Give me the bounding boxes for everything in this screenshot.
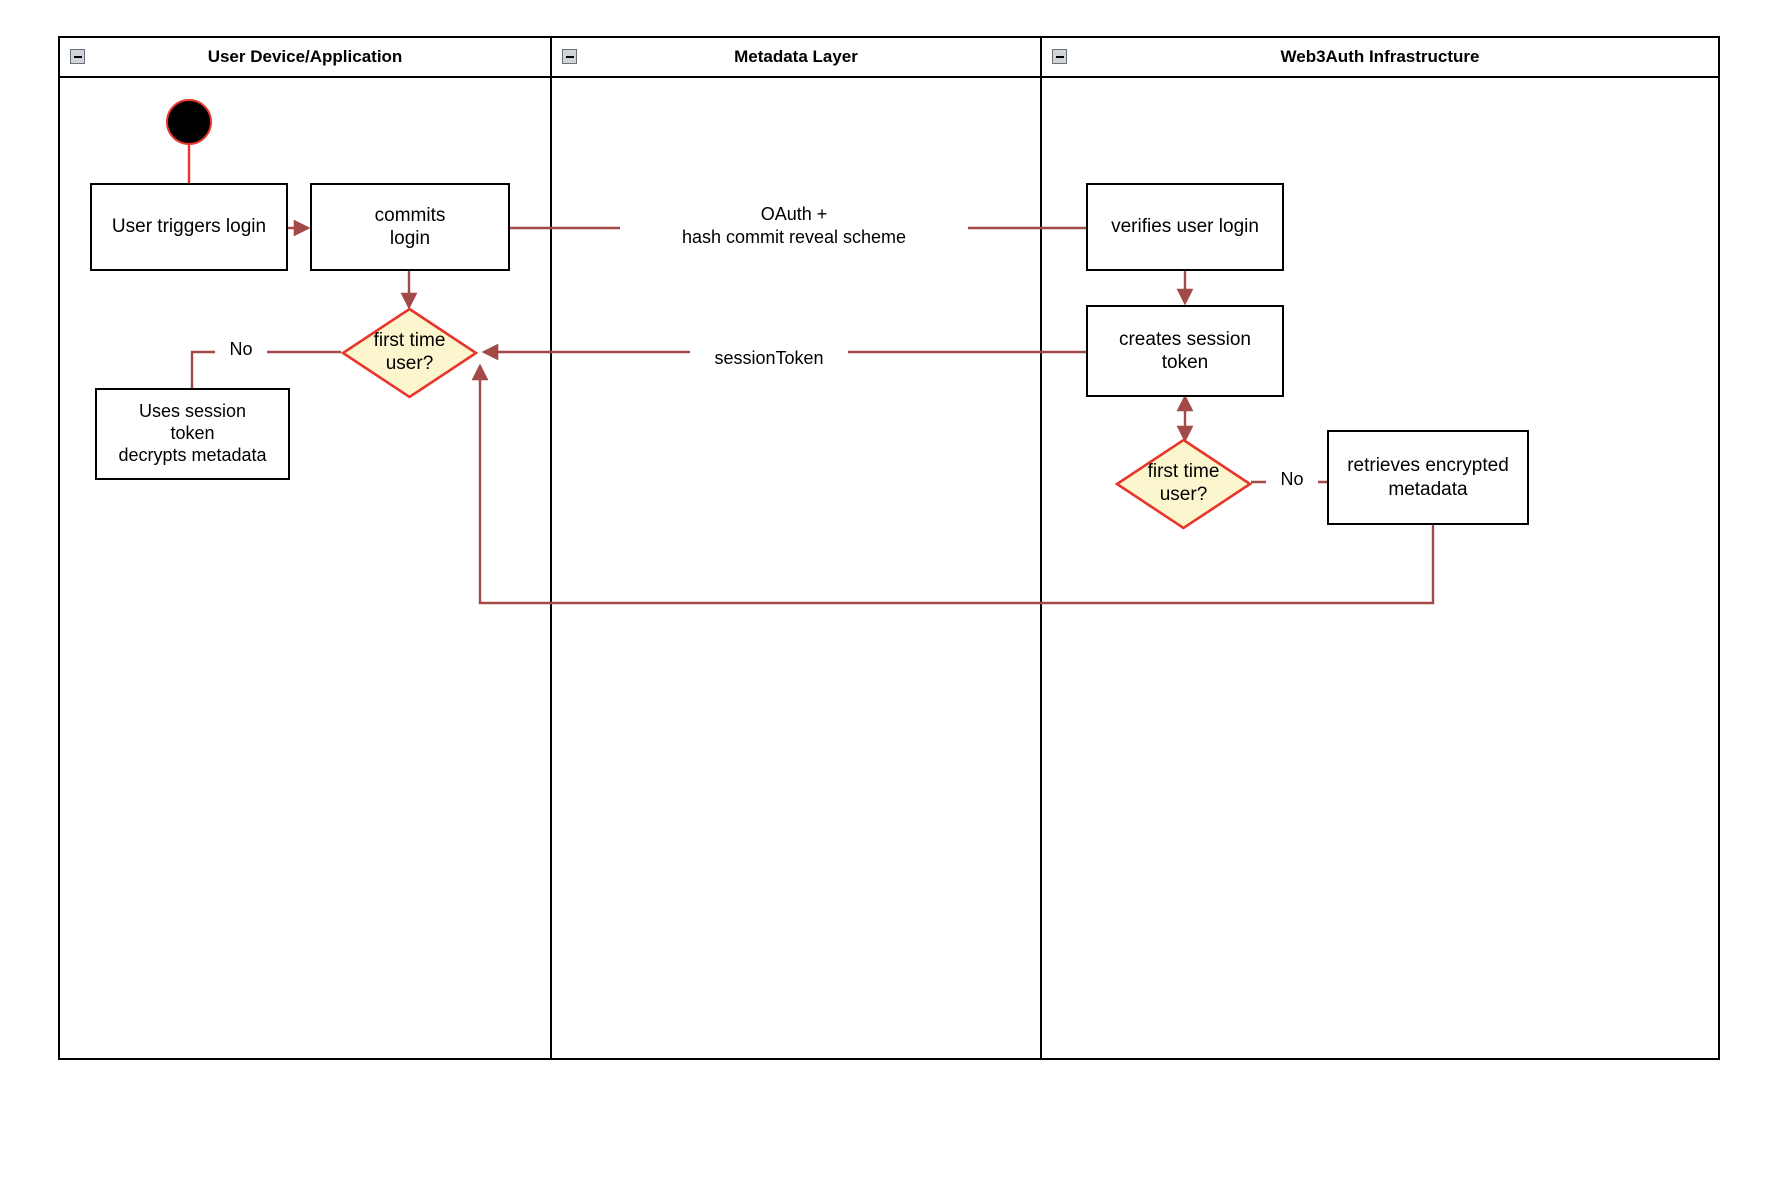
edge-label-no-left: No bbox=[215, 338, 267, 361]
collapse-minus-icon[interactable] bbox=[70, 49, 85, 64]
node-uses-session-token[interactable]: Uses session token decrypts metadata bbox=[95, 388, 290, 480]
node-user-triggers-login[interactable]: User triggers login bbox=[90, 183, 288, 271]
node-creates-session-token[interactable]: creates session token bbox=[1086, 305, 1284, 397]
lane-header-user-device: User Device/Application bbox=[60, 38, 550, 78]
decision-label-right: first time user? bbox=[1147, 461, 1220, 505]
collapse-minus-icon[interactable] bbox=[562, 49, 577, 64]
lane-title-metadata-layer: Metadata Layer bbox=[734, 47, 858, 66]
lane-web3auth[interactable]: Web3Auth Infrastructure bbox=[1042, 38, 1718, 1058]
node-decision-first-time-user-left[interactable]: first time user? bbox=[341, 307, 478, 399]
lane-title-web3auth: Web3Auth Infrastructure bbox=[1280, 47, 1480, 66]
diamond-shape bbox=[341, 307, 478, 399]
edge-label-no-right: No bbox=[1266, 468, 1318, 491]
decision-label-left: first time user? bbox=[373, 330, 446, 374]
lane-metadata-layer[interactable]: Metadata Layer bbox=[552, 38, 1042, 1058]
edge-label-session-token: sessionToken bbox=[690, 347, 848, 370]
start-node bbox=[166, 99, 212, 145]
lane-header-web3auth: Web3Auth Infrastructure bbox=[1042, 38, 1718, 78]
lane-title-user-device: User Device/Application bbox=[207, 47, 403, 66]
node-retrieves-encrypted-metadata[interactable]: retrieves encrypted metadata bbox=[1327, 430, 1529, 525]
node-decision-first-time-user-right[interactable]: first time user? bbox=[1115, 438, 1252, 530]
lane-header-metadata-layer: Metadata Layer bbox=[552, 38, 1040, 78]
edge-label-oauth: OAuth + hash commit reveal scheme bbox=[620, 203, 968, 248]
node-verifies-user-login[interactable]: verifies user login bbox=[1086, 183, 1284, 271]
node-commits-login[interactable]: commits login bbox=[310, 183, 510, 271]
collapse-minus-icon[interactable] bbox=[1052, 49, 1067, 64]
swimlane-frame: User Device/Application Metadata Layer W… bbox=[58, 36, 1720, 1060]
